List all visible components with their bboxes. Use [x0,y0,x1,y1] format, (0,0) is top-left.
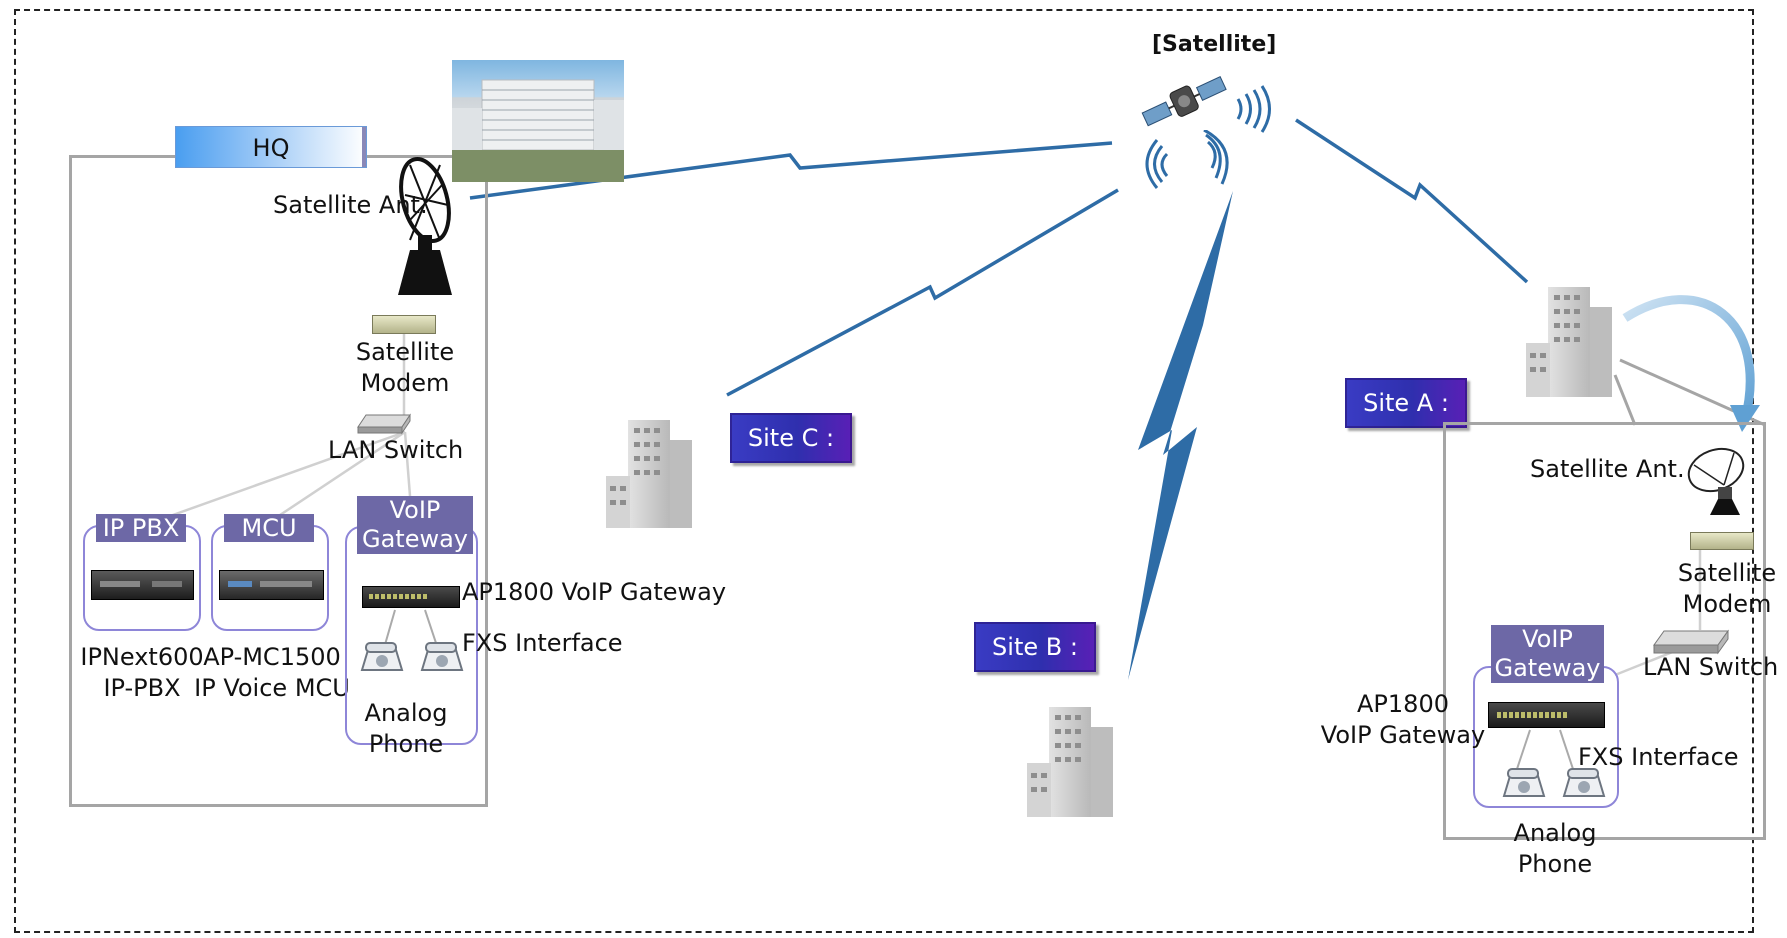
ip-pbx-label: IPNext600 IP-PBX [80,643,204,702]
link-site-c [726,188,1119,397]
site-a-ap1800-device-icon [1488,702,1605,728]
link-hq [469,141,1113,200]
hq-satellite-modem-icon [372,315,436,334]
signal-waves-icon-left [1132,136,1187,191]
site-a-lan-switch-icon [1652,629,1730,655]
hq-ap1800-device-icon [362,586,460,608]
ip-pbx-device-icon [91,570,194,600]
hq-fxs-label: FXS Interface [462,629,623,657]
site-a-satellite-dish-icon [1684,445,1754,520]
site-a-satellite-ant-label: Satellite Ant. [1530,455,1685,483]
site-a-satellite-modem-icon [1690,532,1754,550]
site-a-analog-phone-label: Analog Phone [1513,819,1597,878]
ip-pbx-tag: IP PBX [96,514,186,542]
hq-voip-gateway-tag: VoIP Gateway [357,496,473,554]
hq-satellite-ant-label: Satellite Ant. [273,191,428,219]
satellite-icon [1140,74,1230,132]
site-a-region [1443,422,1766,840]
signal-waves-icon-down [1198,130,1250,185]
site-a-analog-phone-icon-2 [1560,766,1606,802]
site-a-satellite-modem-label: Satellite Modem [1677,559,1777,618]
site-a-lan-switch-label: LAN Switch [1643,653,1779,681]
site-b-tag: Site B : [974,622,1096,672]
diagram-frame [14,9,1754,933]
hq-tag: HQ [175,126,367,168]
site-a-fxs-label: FXS Interface [1578,743,1739,771]
hq-analog-phone-label: Analog Phone [364,699,448,758]
site-a-tag: Site A : [1345,378,1467,428]
hq-gateway-label: AP1800 VoIP Gateway [462,578,727,606]
site-a-voip-gateway-tag: VoIP Gateway [1491,625,1604,683]
mcu-device-icon [219,570,324,600]
link-site-a [1295,118,1529,284]
hq-analog-phone-icon-1 [358,640,404,676]
satellite-title: [Satellite] [1152,32,1277,57]
site-b-building-icon [1027,707,1115,817]
signal-waves-icon-right [1230,84,1285,134]
hq-satellite-antenna-icon [380,155,470,300]
hq-satellite-modem-label: Satellite Modem [355,338,455,397]
site-a-analog-phone-icon-1 [1500,766,1546,802]
site-a-building-icon [1526,287,1614,397]
site-c-building-icon [606,420,694,528]
site-a-gateway-label: AP1800 VoIP Gateway [1320,690,1486,749]
hq-analog-phone-icon-2 [418,640,464,676]
hq-lan-switch-icon [356,413,412,435]
link-site-b [1128,191,1233,680]
hq-building-photo [452,60,624,182]
mcu-tag: MCU [224,514,314,542]
hq-lan-switch-label: LAN Switch [328,436,464,464]
site-c-tag: Site C : [730,413,852,463]
mcu-label: AP-MC1500 IP Voice MCU [194,643,350,702]
